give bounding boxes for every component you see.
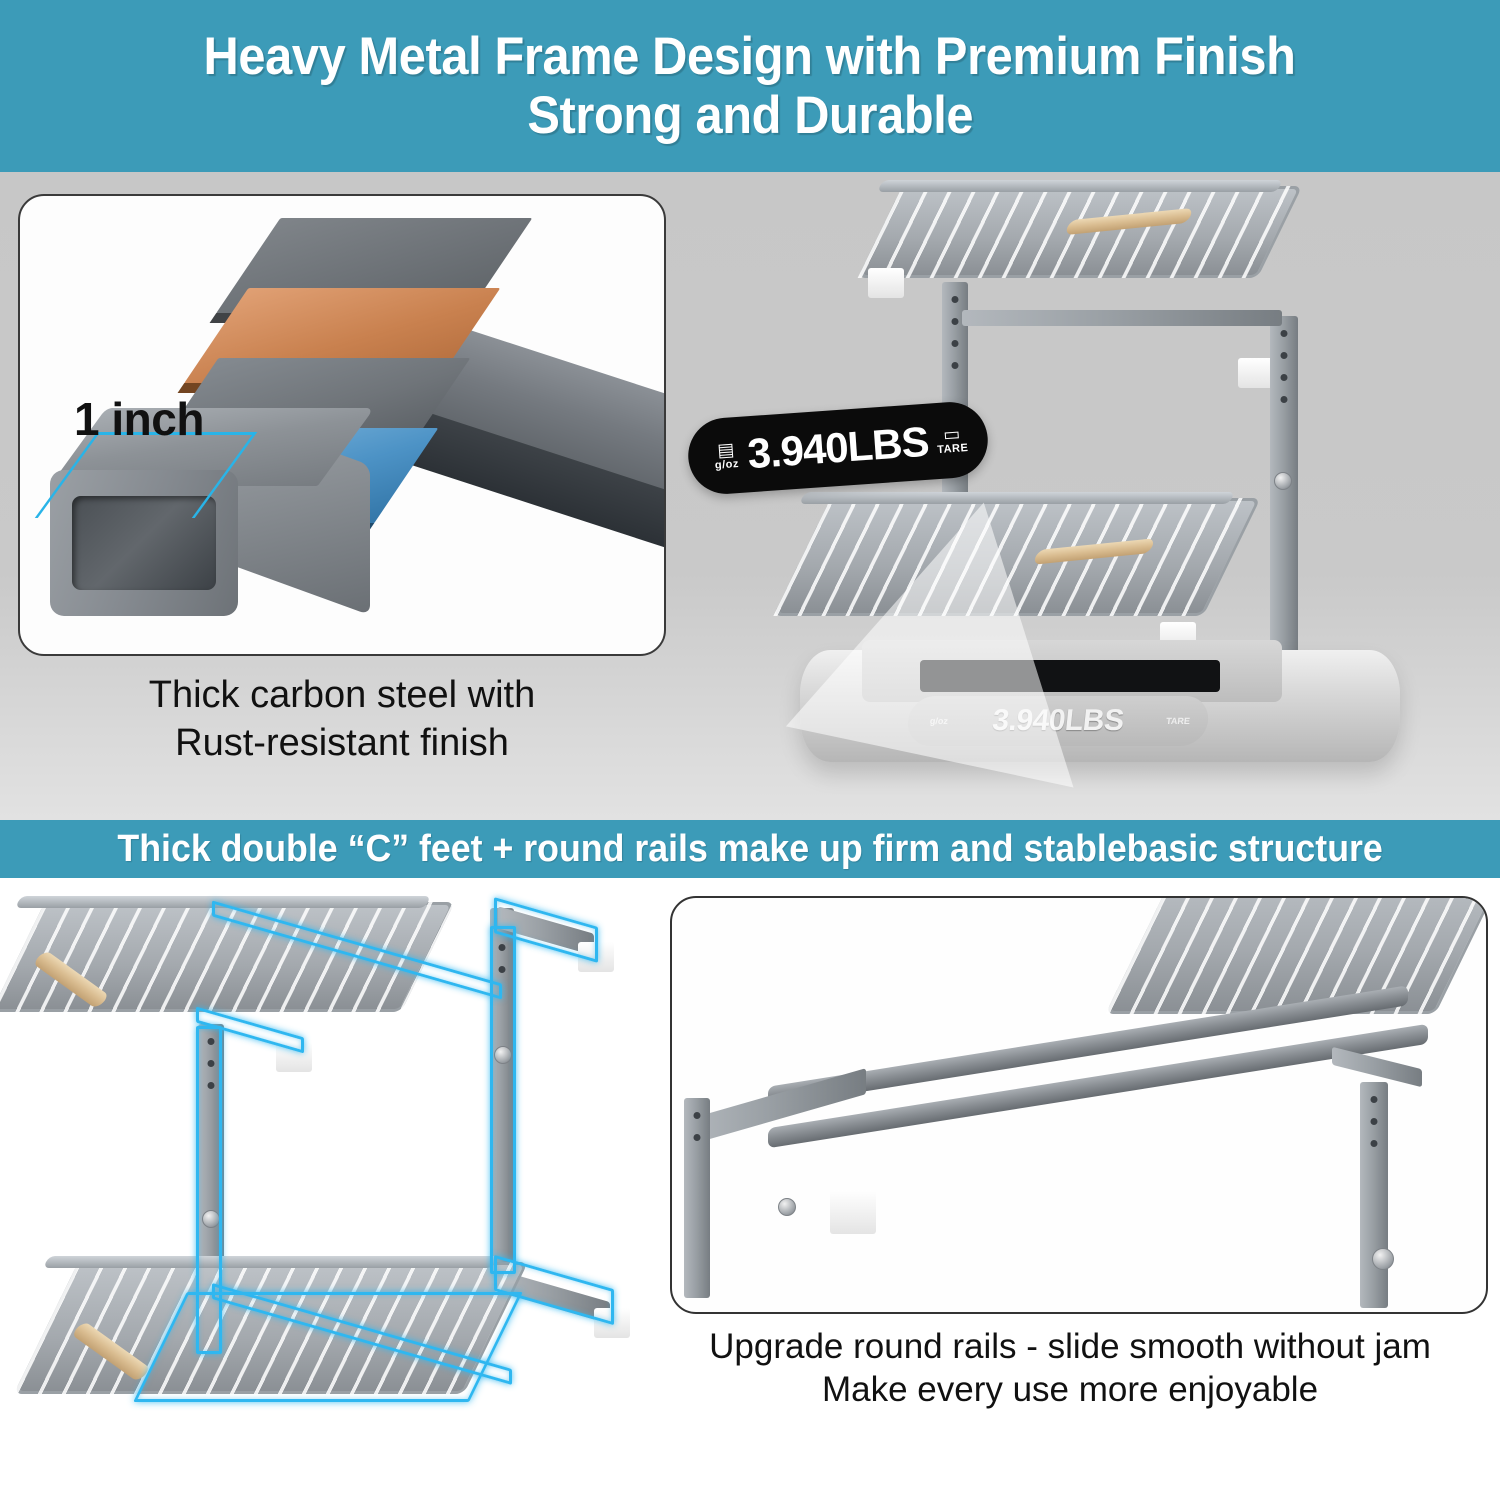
- material-caption: Thick carbon steel with Rust-resistant f…: [18, 672, 666, 767]
- rails-left-vertical: [684, 1098, 710, 1298]
- rails-right-post-bolt: [1372, 1248, 1394, 1270]
- material-detail-panel: 1 inch: [18, 194, 666, 656]
- upper-section: 1 inch Thick carbon steel with Rust-resi…: [0, 172, 1500, 820]
- top-cross-rail: [962, 310, 1282, 326]
- diagram-shelf-bracket-cap: [276, 1042, 312, 1072]
- round-rails-panel: [670, 896, 1488, 1314]
- rails-panel-basket-corner: [1105, 898, 1486, 1014]
- header-title-line-1: Heavy Metal Frame Design with Premium Fi…: [203, 26, 1297, 86]
- rails-left-end-cap: [830, 1190, 876, 1234]
- material-caption-line-1: Thick carbon steel with: [148, 674, 536, 716]
- rails-left-bracket-bolt: [778, 1198, 796, 1216]
- rack-on-scale-scene: g/oz 3.940LBS TARE ▤ g/oz 3.940LBS ▭ TAR…: [685, 172, 1500, 820]
- right-post-bolt: [1274, 472, 1292, 490]
- structure-banner-text: Thick double “C” feet + round rails make…: [117, 828, 1383, 870]
- unit-glyph-icon: ▤: [716, 439, 736, 461]
- structure-banner: Thick double “C” feet + round rails make…: [0, 820, 1500, 878]
- lower-section: Upgrade round rails - slide smooth witho…: [0, 878, 1500, 1500]
- kitchen-scale-contact-pad: [920, 660, 1220, 692]
- highlight-bottom-frame: [133, 1292, 523, 1402]
- header-banner: Heavy Metal Frame Design with Premium Fi…: [0, 0, 1500, 172]
- highlight-right-post: [490, 926, 516, 1274]
- rails-right-vertical: [1360, 1082, 1388, 1308]
- diagram-bottom-foot-cap: [594, 1308, 630, 1338]
- highlight-left-post: [196, 1026, 222, 1354]
- c-feet-structure-diagram: [0, 896, 650, 1466]
- callout-tare-button[interactable]: ▭ TARE: [936, 423, 969, 457]
- rails-caption-line-1: Upgrade round rails - slide smooth witho…: [709, 1327, 1431, 1366]
- tube-hollow-opening: [72, 496, 216, 590]
- dimension-label: 1 inch: [74, 393, 204, 445]
- diagram-right-post-bolt: [494, 1046, 512, 1064]
- tube-front-face: [50, 470, 238, 616]
- callout-tare-label: TARE: [936, 441, 969, 457]
- top-shelf-end-cap-right: [1238, 358, 1274, 388]
- diagram-right-post: [490, 908, 514, 1268]
- rails-caption: Upgrade round rails - slide smooth witho…: [640, 1326, 1500, 1411]
- rails-caption-line-2: Make every use more enjoyable: [821, 1369, 1319, 1409]
- highlight-bottom-arm: [494, 1254, 614, 1326]
- callout-unit-button[interactable]: ▤ g/oz: [713, 439, 740, 472]
- square-tube-illustration: [49, 408, 380, 638]
- header-title-line-2: Strong and Durable: [527, 86, 973, 145]
- scale-tare-button-label[interactable]: TARE: [1165, 716, 1191, 726]
- material-caption-line-2: Rust-resistant finish: [175, 721, 509, 764]
- tare-glyph-icon: ▭: [942, 423, 961, 445]
- callout-unit-label: g/oz: [714, 457, 740, 472]
- diagram-top-foot-cap: [578, 942, 614, 972]
- top-shelf-end-cap-left: [868, 268, 904, 298]
- callout-weight-reading: 3.940LBS: [745, 417, 930, 478]
